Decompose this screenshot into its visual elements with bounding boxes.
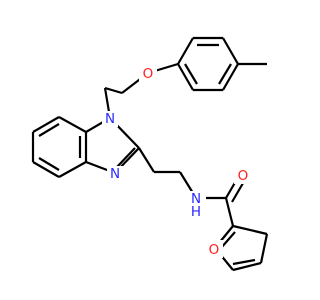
bond <box>38 157 60 171</box>
atom-labels: O N N N H O O <box>102 64 252 258</box>
bond <box>138 147 155 173</box>
bond <box>259 233 269 264</box>
ether-oxygen-label: O <box>143 66 154 82</box>
bond <box>104 86 123 95</box>
bond <box>58 161 87 178</box>
structure-canvas: O N N N H O O <box>31 36 269 272</box>
label-mask <box>234 166 252 184</box>
bond <box>38 123 60 137</box>
bond <box>184 63 198 85</box>
bond <box>224 197 235 227</box>
furan-oxygen-label: O <box>209 242 220 258</box>
bond <box>232 261 262 272</box>
bond <box>232 224 268 236</box>
molecule-structure: O N N N H O O <box>31 36 269 272</box>
label-mask <box>102 111 118 127</box>
ring-nitrogen-label: N <box>105 111 115 127</box>
label-mask <box>139 64 157 82</box>
label-mask <box>205 240 223 258</box>
bond <box>222 63 239 91</box>
bond <box>32 116 60 133</box>
bond <box>222 37 239 65</box>
bond <box>177 63 194 91</box>
carbonyl-oxygen-label: O <box>238 168 249 184</box>
bond <box>58 116 87 133</box>
bond <box>32 161 60 178</box>
bond <box>218 63 232 85</box>
ring-nitrogen-label: N <box>110 166 120 182</box>
label-mask <box>186 191 206 215</box>
amide-nitrogen-label: N <box>191 191 201 207</box>
bond <box>220 231 236 249</box>
label-mask <box>107 166 123 182</box>
bond <box>177 37 194 65</box>
bond <box>116 147 136 168</box>
amide-hydrogen-label: H <box>191 204 201 220</box>
bond <box>232 258 256 266</box>
